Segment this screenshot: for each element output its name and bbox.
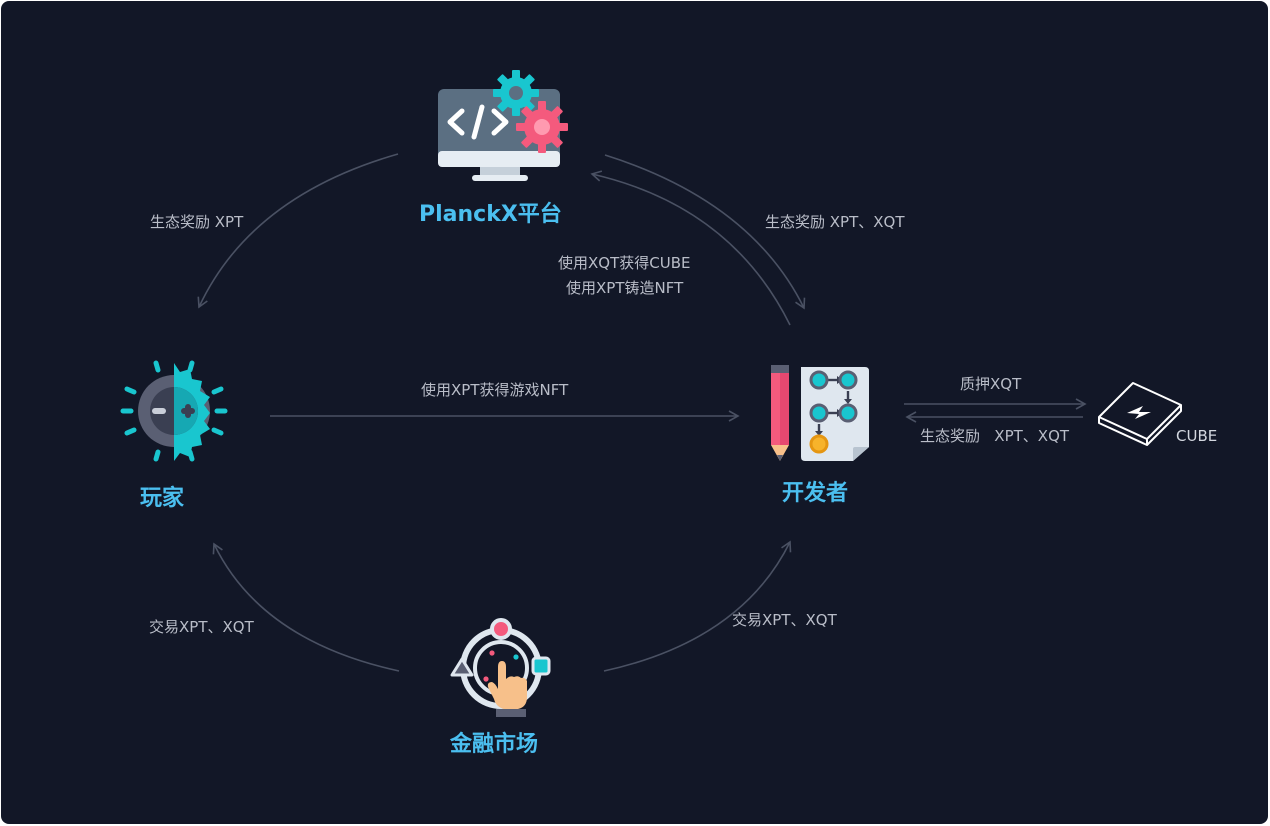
node-player-label: 玩家 — [140, 486, 185, 511]
node-developer-label: 开发者 — [782, 481, 849, 506]
node-cube-label: CUBE — [1176, 427, 1218, 445]
edge-label-player-to-developer: 使用XPT获得游戏NFT — [421, 381, 569, 399]
arc-platform-to-developer — [604, 154, 806, 310]
edge-label-player-market: 交易XPT、XQT — [149, 618, 254, 636]
edge-label-platform-to-developer: 生态奖励 XPT、XQT — [765, 213, 905, 231]
code-monitor-gears-icon — [438, 70, 568, 181]
gamepad-sun-icon — [120, 360, 228, 462]
node-market-label: 金融市场 — [450, 732, 539, 757]
edge-label-developer-market: 交易XPT、XQT — [732, 611, 837, 629]
finger-tap-target-icon — [450, 618, 551, 717]
arc-developer-to-platform — [590, 170, 791, 326]
edge-label-developer-to-platform-2: 使用XPT铸造NFT — [566, 279, 684, 297]
edge-label-developer-to-platform-1: 使用XQT获得CUBE — [558, 254, 691, 272]
edge-label-developer-to-cube: 质押XQT — [960, 375, 1022, 393]
arc-platform-to-player — [197, 153, 399, 309]
node-platform-label: PlanckX平台 — [419, 202, 562, 227]
pencil-flowchart-icon — [771, 365, 869, 461]
edge-label-cube-to-developer: 生态奖励 XPT、XQT — [920, 427, 1070, 445]
arc-market-to-player — [212, 542, 400, 672]
edge-label-platform-to-player: 生态奖励 XPT — [150, 213, 244, 231]
cube-outline-icon — [1098, 382, 1182, 446]
arc-market-to-developer — [603, 540, 792, 672]
